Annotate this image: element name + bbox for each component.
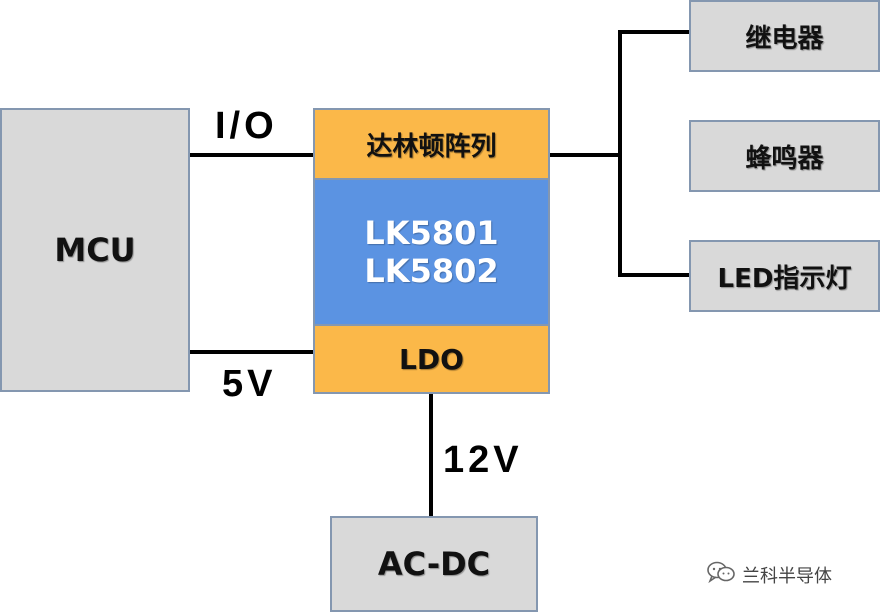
acdc-block: AC-DC: [330, 516, 538, 612]
relay-branch-line: [618, 30, 689, 34]
acdc-label: AC-DC: [377, 545, 491, 583]
12v-signal-label: 12V: [443, 439, 523, 481]
mcu-label: MCU: [54, 231, 136, 269]
led-indicator-label: LED指示灯: [717, 263, 852, 294]
ldo-label: LDO: [399, 342, 464, 376]
5v-signal-label: 5V: [222, 363, 277, 405]
buzzer-block: 蜂鸣器: [689, 120, 880, 192]
darlington-array-label: 达林顿阵列: [366, 131, 497, 162]
wechat-icon: [706, 560, 736, 589]
led-indicator-block: LED指示灯: [689, 240, 880, 312]
chip-block: LK5801 LK5802: [313, 178, 550, 326]
chip-label-1: LK5801: [364, 214, 499, 252]
relay-label: 继电器: [745, 23, 824, 54]
chip-label-2: LK5802: [364, 252, 499, 290]
io-connection-line: [190, 153, 313, 157]
io-signal-label: I/O: [215, 105, 278, 147]
output-trunk-line: [550, 153, 620, 157]
ldo-block: LDO: [313, 324, 550, 394]
buzzer-label: 蜂鸣器: [745, 143, 824, 174]
5v-connection-line: [190, 350, 313, 354]
watermark: 兰科半导体: [706, 560, 832, 589]
watermark-text: 兰科半导体: [742, 565, 832, 587]
led-branch-line: [618, 273, 689, 277]
output-bus-line: [618, 30, 622, 277]
mcu-block: MCU: [0, 108, 190, 392]
darlington-array-block: 达林顿阵列: [313, 108, 550, 180]
relay-block: 继电器: [689, 0, 880, 72]
12v-connection-line: [429, 394, 433, 516]
